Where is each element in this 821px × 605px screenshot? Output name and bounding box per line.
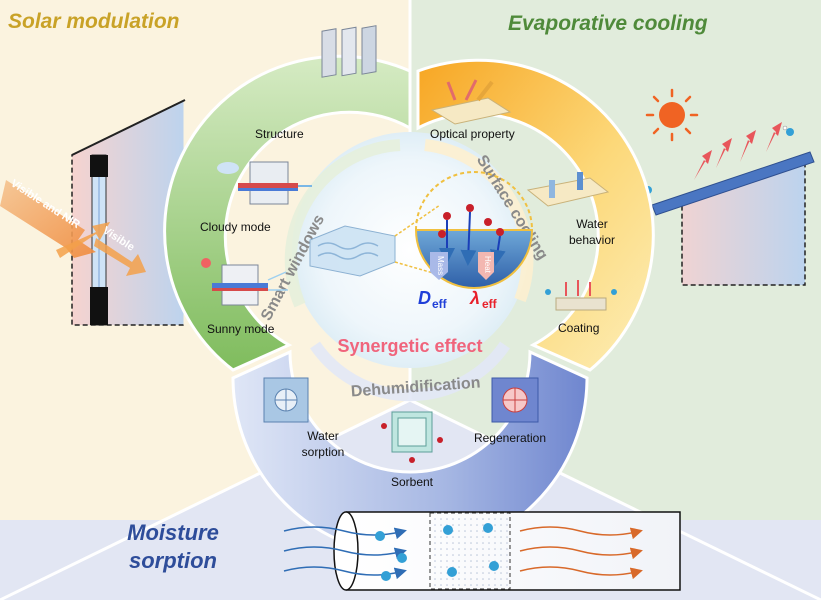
coating-label: Coating	[558, 321, 599, 335]
heat-label: Heat	[483, 256, 492, 274]
water-molecules-center	[438, 204, 504, 238]
coating-icon	[545, 280, 617, 311]
surface-cooling-items: Optical property Water behavior Coating	[430, 79, 617, 335]
water-sorption-label-2: sorption	[302, 445, 345, 459]
lambda-eff-symbol: λ	[469, 288, 480, 308]
solar-title: Solar modulation	[8, 10, 180, 33]
structure-icon	[321, 25, 377, 78]
sun-rays	[0, 180, 146, 276]
optical-property-icon	[430, 79, 512, 125]
regeneration-icon	[491, 377, 539, 423]
sunny-mode-icon	[201, 258, 288, 306]
cloudy-mode-icon	[217, 161, 312, 205]
water-sorption-label-1: Water	[307, 429, 339, 443]
lambda-eff-subscript: eff	[482, 297, 498, 311]
water-behavior-label-1: Water	[576, 217, 608, 231]
ring-center	[292, 132, 528, 368]
evap-title: Evaporative cooling	[508, 12, 708, 35]
ring-segment-dehumidification	[231, 349, 589, 557]
cloudy-mode-label: Cloudy mode	[200, 220, 271, 234]
sorption-pipe	[283, 511, 681, 591]
heat-arrows	[694, 122, 782, 180]
water-sorption-icon	[263, 377, 309, 423]
mass-label: Mass	[436, 256, 445, 275]
d-eff-subscript: eff	[432, 297, 448, 311]
hydrogel: Mass Heat D eff λ eff	[309, 171, 534, 311]
smart-windows-items: Structure Cloudy mode Sunny mode	[200, 25, 377, 336]
dehumidification-items: Water sorption Sorbent Regeneration	[263, 377, 546, 489]
ring-segment-surface-cooling	[416, 58, 655, 372]
sun-icon	[645, 88, 699, 142]
right-building	[640, 88, 815, 286]
sorbent-icon	[381, 411, 443, 463]
pipe-water-molecules	[375, 523, 499, 581]
moisture-title-line2: sorption	[129, 548, 217, 573]
regeneration-label: Regeneration	[474, 431, 546, 445]
d-eff-symbol: D	[418, 288, 431, 308]
optical-property-label: Optical property	[430, 127, 515, 141]
sunny-mode-label: Sunny mode	[207, 322, 275, 336]
water-behavior-icon	[526, 172, 610, 207]
synergetic-effect-label: Synergetic effect	[337, 336, 482, 356]
moisture-title-line1: Moisture	[127, 520, 219, 545]
sorbent-label: Sorbent	[391, 475, 434, 489]
structure-label: Structure	[255, 127, 304, 141]
water-behavior-label-2: behavior	[569, 233, 615, 247]
